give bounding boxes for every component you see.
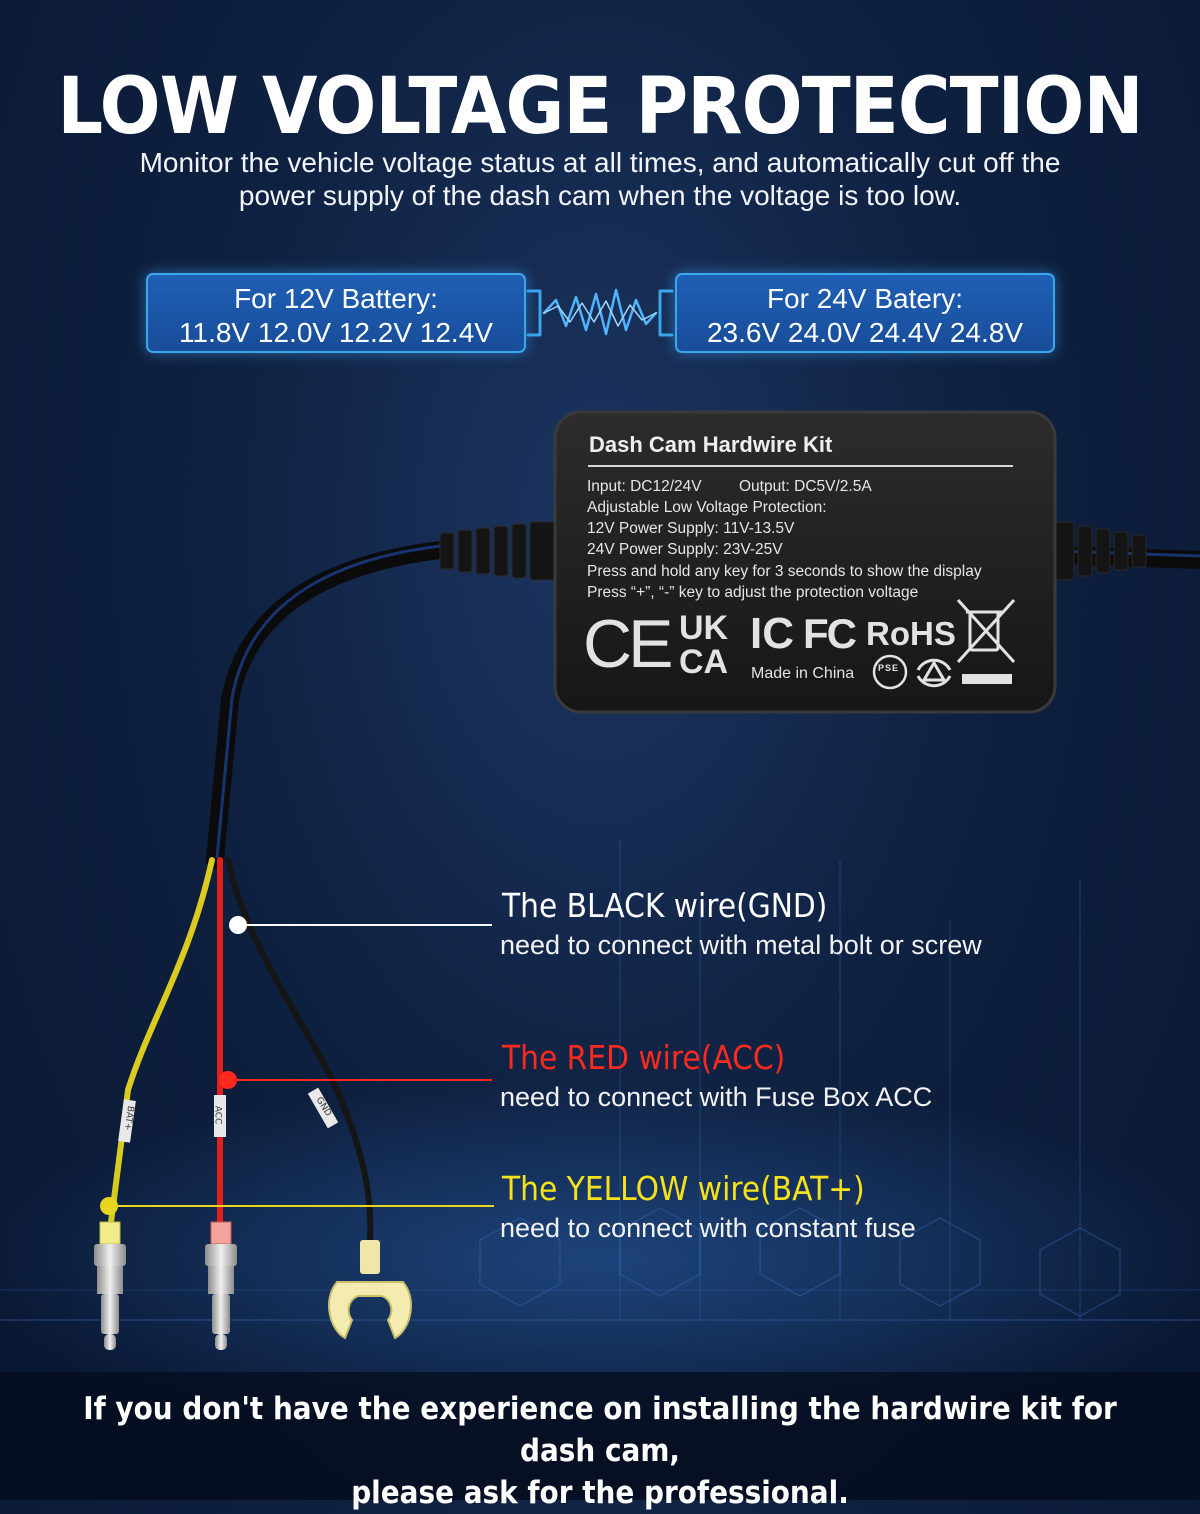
callout-lines: [100, 916, 494, 1215]
battery-12v-box: For 12V Battery: 11.8V 12.0V 12.2V 12.4V: [146, 273, 526, 353]
yellow-wire-title: The YELLOW wire(BAT+): [502, 1169, 865, 1208]
split-wires: [107, 857, 374, 1243]
subtitle-line-2: power supply of the dash cam when the vo…: [238, 180, 962, 211]
black-wire: [225, 857, 374, 1243]
kit-spec-12v: 12V Power Supply: 11V-13.5V: [587, 520, 795, 537]
footer-note: If you don't have the experience on inst…: [60, 1388, 1140, 1514]
cable-strain-relief-right: [1049, 521, 1147, 581]
tag-acc: ACC: [212, 1105, 223, 1125]
fcc-mark: FC: [803, 610, 857, 657]
red-wire-dot: [219, 1071, 237, 1089]
kit-spec-output: Output: DC5V/2.5A: [739, 478, 872, 495]
page-title: LOW VOLTAGE PROTECTION: [57, 62, 1143, 152]
subtitle-line-1: Monitor the vehicle voltage status at al…: [139, 147, 1061, 178]
red-wire-title: The RED wire(ACC): [502, 1038, 786, 1077]
battery-24v-values: 23.6V 24.0V 24.4V 24.8V: [706, 317, 1024, 348]
hardwire-kit-module: [553, 410, 1057, 714]
ce-mark: CE: [583, 606, 673, 682]
rohs-mark: RoHS: [866, 615, 956, 652]
voltage-waveform-icon: [526, 288, 674, 337]
pse-mark: PSE: [878, 663, 900, 673]
kit-spec-input: Input: DC12/24V: [587, 478, 702, 495]
made-in-label: Made in China: [751, 665, 855, 682]
black-wire-title: The BLACK wire(GND): [502, 886, 828, 925]
pse-mark-circle: [872, 654, 908, 690]
cable-strain-relief-left: [439, 521, 559, 581]
kit-spec-press-adjust: Press “+”, “-” key to adjust the protect…: [587, 584, 919, 601]
recycle-icon: [916, 658, 952, 688]
yellow-wire-dot: [100, 1197, 118, 1215]
background-light-lines: [619, 840, 1081, 1320]
yellow-wire-desc: need to connect with constant fuse: [500, 1213, 916, 1243]
bullet-connector-yellow: [94, 1221, 126, 1350]
ukca-mark-ca: CA: [679, 643, 729, 681]
battery-12v-title: For 12V Battery:: [234, 283, 438, 314]
black-wire-dot: [229, 916, 247, 934]
footer-line-2: please ask for the professional.: [351, 1475, 849, 1511]
ic-mark: IC: [750, 609, 794, 658]
floor-grid: [0, 1207, 1200, 1321]
yellow-wire: [107, 857, 215, 1233]
ukca-mark-uk: UK: [679, 609, 729, 647]
battery-12v-values: 11.8V 12.0V 12.2V 12.4V: [179, 317, 493, 348]
red-wire-desc: need to connect with Fuse Box ACC: [500, 1082, 933, 1112]
footer-band: [0, 1372, 1200, 1500]
bullet-connector-red: [205, 1221, 237, 1350]
kit-spec-press-hold: Press and hold any key for 3 seconds to …: [587, 563, 982, 580]
kit-title-divider: [588, 465, 1013, 467]
battery-24v-box: For 24V Batery: 23.6V 24.0V 24.4V 24.8V: [675, 273, 1055, 353]
fork-terminal-ground: [328, 1240, 412, 1340]
kit-spec-24v: 24V Power Supply: 23V-25V: [587, 541, 783, 558]
kit-spec-adjustable: Adjustable Low Voltage Protection:: [587, 499, 827, 516]
page-subtitle: Monitor the vehicle voltage status at al…: [80, 146, 1120, 212]
kit-title: Dash Cam Hardwire Kit: [589, 432, 833, 457]
floor-glow: [0, 1080, 1200, 1440]
crossed-bin-icon: [956, 598, 1016, 684]
black-wire-desc: need to connect with metal bolt or screw: [500, 930, 982, 960]
battery-24v-title: For 24V Batery:: [766, 283, 964, 314]
footer-line-1: If you don't have the experience on inst…: [83, 1391, 1117, 1469]
